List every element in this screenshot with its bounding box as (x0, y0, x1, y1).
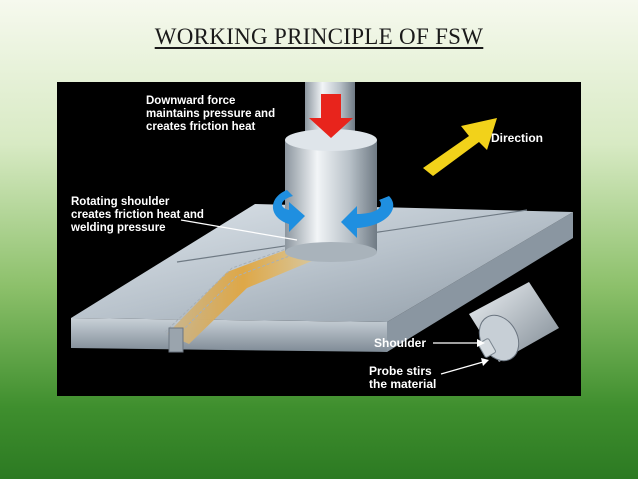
fsw-diagram (57, 82, 581, 396)
workpiece-top-face (71, 204, 573, 322)
probe-pointer (440, 361, 484, 375)
tool-shoulder-body (285, 140, 377, 252)
weld-exit-hole (168, 327, 184, 353)
probe-text: Probe stirs the material (369, 364, 437, 391)
rotation-arrow (272, 190, 305, 232)
probe-pointer-head (481, 358, 489, 366)
shoulder-pointer-head (477, 339, 485, 347)
workpiece-front-face (71, 318, 387, 352)
rotating-shoulder-pointer (180, 219, 298, 241)
slide-title: WORKING PRINCIPLE OF FSW (154, 24, 484, 49)
downward-force-text: Downward force maintains pressure and cr… (146, 95, 276, 133)
tool-shoulder-base (285, 242, 377, 262)
rotation-arrow (341, 196, 394, 238)
tool-shoulder-top (285, 129, 377, 151)
weld-bead (167, 242, 319, 344)
direction-label: Direction (491, 131, 544, 145)
downward-force-arrow (309, 94, 353, 138)
direction-arrow (423, 118, 497, 176)
downward-force-label: Downward force maintains pressure and cr… (146, 95, 275, 134)
fsw-illustration (71, 82, 573, 375)
probe-label: Probe stirs the material (369, 365, 436, 391)
rotating-shoulder-text: Rotating shoulder creates friction heat … (71, 196, 204, 234)
rotating-shoulder-label: Rotating shoulder creates friction heat … (71, 196, 204, 235)
workpiece-side-face (387, 212, 573, 352)
shoulder-label: Shoulder (374, 336, 427, 350)
